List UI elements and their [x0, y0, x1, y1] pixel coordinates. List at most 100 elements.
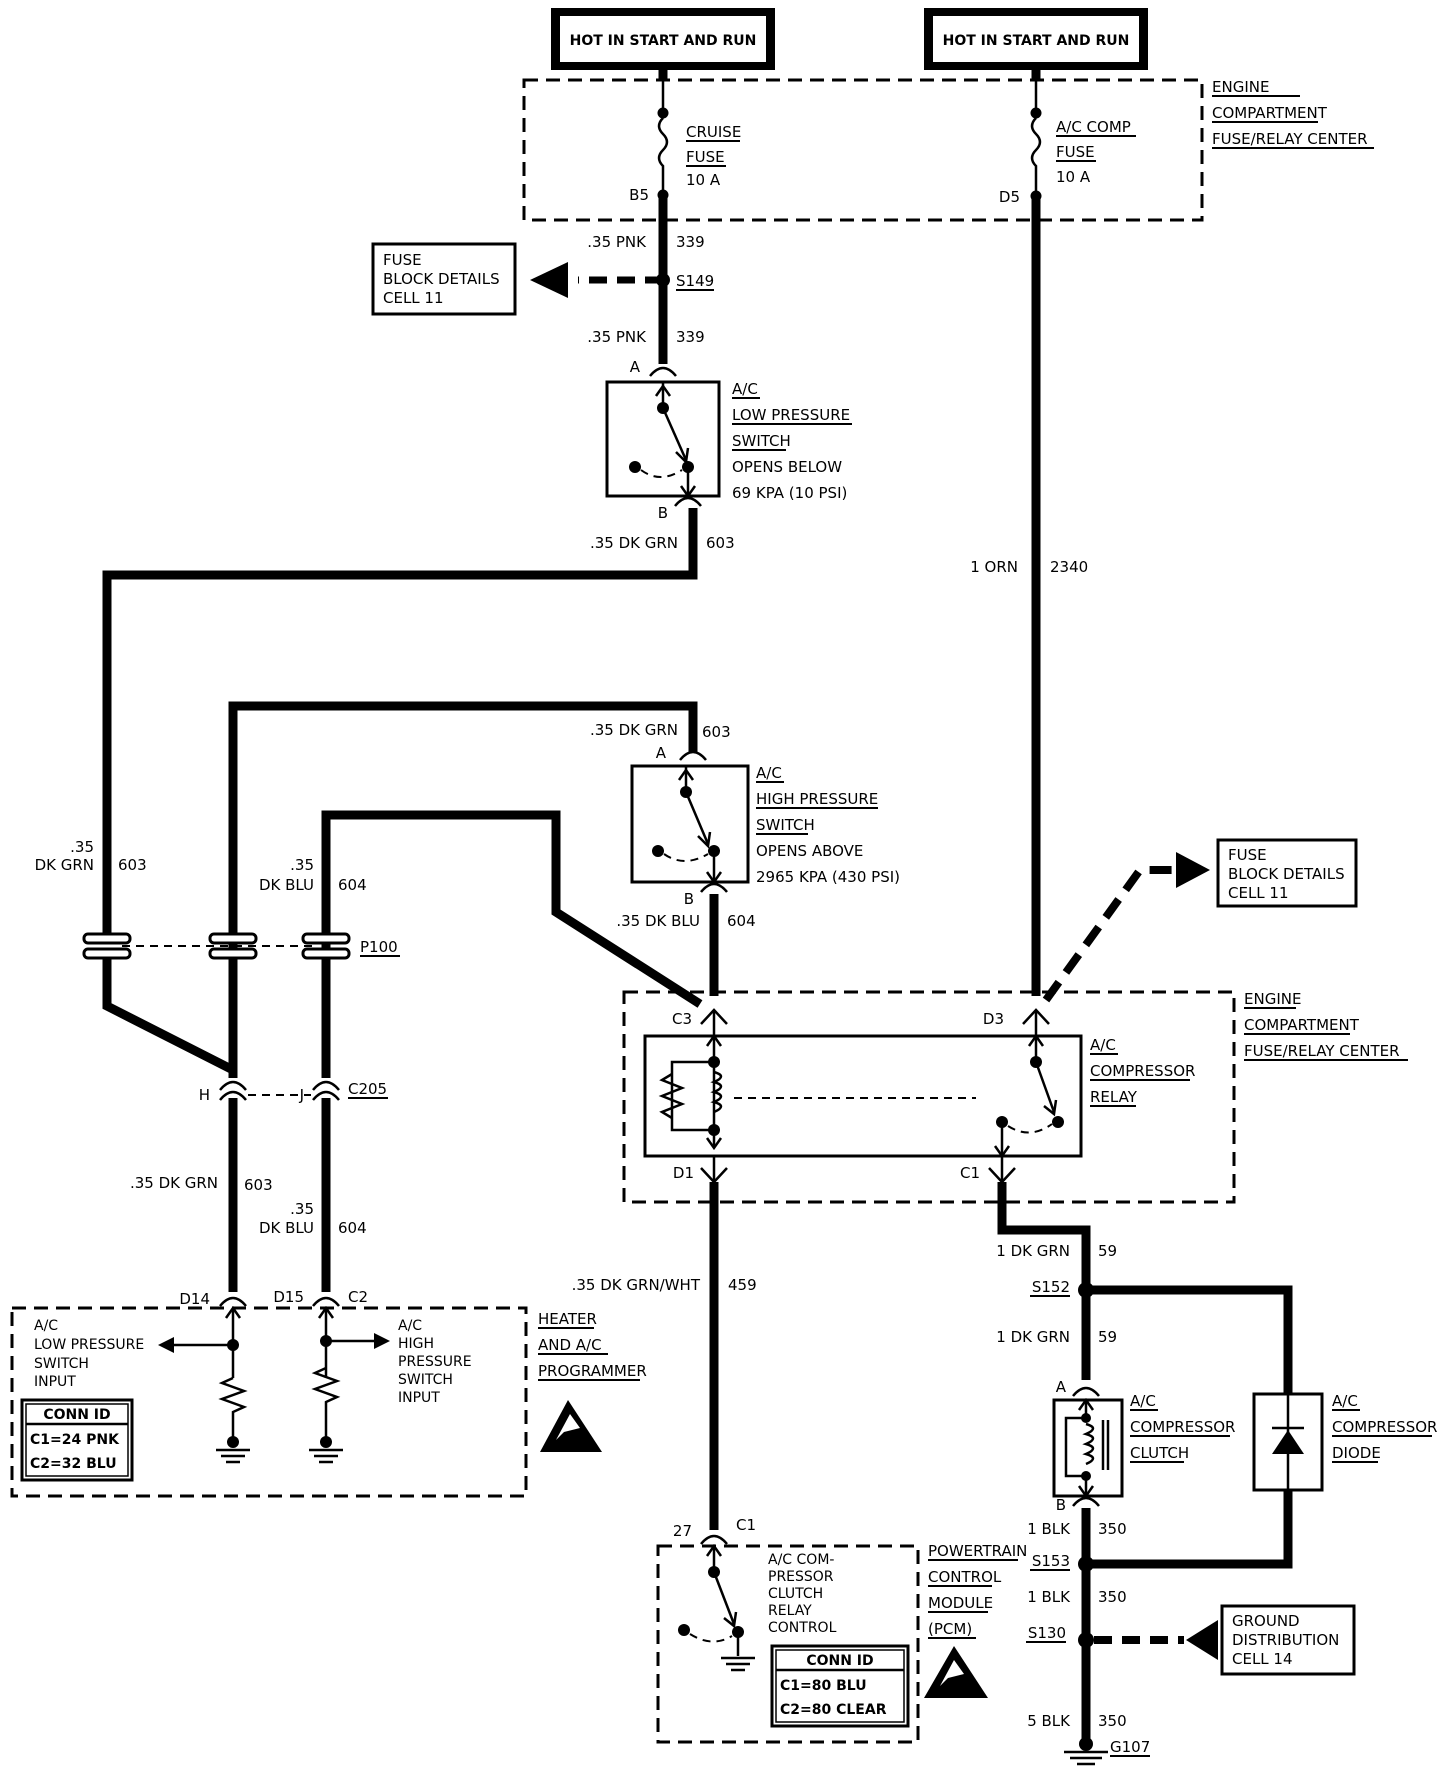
svg-text:CONN ID: CONN ID: [806, 1653, 873, 1669]
wire-603c-gauge-2: DK GRN: [35, 856, 94, 874]
svg-text:A/C: A/C: [1090, 1036, 1116, 1054]
svg-text:PRESSOR: PRESSOR: [768, 1569, 834, 1585]
low-switch-pin-b: B: [658, 504, 668, 522]
svg-text:COMPRESSOR: COMPRESSOR: [1130, 1418, 1235, 1436]
splice-s130-label: S130: [1028, 1624, 1066, 1642]
wire-59a-gauge: 1 DK GRN: [996, 1242, 1070, 1260]
svg-text:DIODE: DIODE: [1332, 1444, 1381, 1462]
svg-text:(PCM): (PCM): [928, 1620, 972, 1638]
svg-text:COMPRESSOR: COMPRESSOR: [1090, 1062, 1195, 1080]
ground-g107-label: G107: [1110, 1738, 1150, 1756]
programmer-low-input: [158, 1305, 250, 1464]
svg-text:SWITCH: SWITCH: [34, 1356, 89, 1372]
wire-603-high-switch: [228, 701, 698, 1078]
wire-459-gauge: .35 DK GRN/WHT: [572, 1276, 701, 1294]
connector-c205: H J: [199, 1080, 340, 1104]
fuse-relay-center-relay-boundary: [622, 990, 1236, 1204]
wire-603-main: [102, 508, 698, 935]
splice-s153: [1078, 1556, 1094, 1572]
fuse-relay-center-relay-label: ENGINE COMPARTMENT FUSE/RELAY CENTER: [1244, 990, 1408, 1061]
svg-text:HEATER: HEATER: [538, 1310, 597, 1328]
wire-339a-gauge: .35 PNK: [587, 233, 647, 251]
wire-339a-circuit: 339: [676, 233, 705, 251]
fuse-relay-center-top-boundary: [522, 78, 1204, 222]
terminal-d5: D5: [999, 188, 1020, 206]
wire-604a-gauge-1: .35: [290, 856, 314, 874]
wire-59: [997, 1182, 1091, 1292]
svg-text:SWITCH: SWITCH: [732, 432, 791, 450]
pcm-conn-id: CONN ID C1=80 BLU C2=80 CLEAR: [770, 1644, 910, 1728]
connector-p100-label: P100: [360, 938, 398, 956]
svg-text:A/C: A/C: [398, 1318, 422, 1334]
high-switch-pin-a: A: [656, 744, 667, 762]
svg-text:J: J: [299, 1086, 304, 1104]
ac-compressor-relay: [643, 1008, 1083, 1184]
ac-compressor-clutch: A B: [1052, 1378, 1124, 1514]
svg-text:SWITCH: SWITCH: [398, 1372, 453, 1388]
ground-g107-icon: [1064, 1737, 1108, 1766]
svg-text:MODULE: MODULE: [928, 1594, 993, 1612]
svg-text:OPENS ABOVE: OPENS ABOVE: [756, 842, 863, 860]
programmer-high-input: [309, 1305, 390, 1464]
relay-pin-d3: D3: [983, 1010, 1004, 1028]
programmer-title: HEATER AND A/C PROGRAMMER: [538, 1310, 647, 1381]
svg-text:OPENS BELOW: OPENS BELOW: [732, 458, 842, 476]
wire-603d-gauge: .35 DK GRN: [130, 1174, 218, 1192]
wire-603d-circuit: 603: [244, 1176, 273, 1194]
pin-d14: D14: [179, 1290, 210, 1308]
splice-s152-label: S152: [1032, 1278, 1070, 1296]
svg-text:CLUTCH: CLUTCH: [1130, 1444, 1189, 1462]
svg-text:69 KPA (10 PSI): 69 KPA (10 PSI): [732, 484, 847, 502]
pcm-pin-c1: C1: [736, 1516, 756, 1534]
power-source-left: HOT IN START AND RUN: [551, 8, 775, 70]
wire-603c-circuit: 603: [118, 856, 147, 874]
wire-603b-gauge: .35 DK GRN: [590, 721, 678, 739]
svg-text:C1=80 BLU: C1=80 BLU: [780, 1678, 867, 1694]
wire-diode-feed: [1086, 1285, 1293, 1394]
svg-text:GROUND: GROUND: [1232, 1612, 1300, 1630]
wire-604a-circuit: 604: [338, 876, 367, 894]
splice-s149-label: S149: [676, 272, 714, 290]
svg-text:SWITCH: SWITCH: [756, 816, 815, 834]
svg-text:BLOCK DETAILS: BLOCK DETAILS: [1228, 865, 1345, 883]
svg-text:FUSE: FUSE: [1228, 846, 1267, 864]
pcm-relay-control-switch: [678, 1543, 755, 1672]
programmer-conn-id: CONN ID C1=24 PNK C2=32 BLU: [20, 1398, 134, 1482]
splice-s153-label: S153: [1032, 1552, 1070, 1570]
svg-text:FUSE/RELAY CENTER: FUSE/RELAY CENTER: [1244, 1042, 1400, 1060]
svg-text:COMPARTMENT: COMPARTMENT: [1212, 104, 1328, 122]
svg-text:C2=32 BLU: C2=32 BLU: [30, 1456, 117, 1472]
svg-text:C1=24 PNK: C1=24 PNK: [30, 1432, 120, 1448]
wire-603c-gauge-1: .35: [70, 838, 94, 856]
svg-text:CELL 11: CELL 11: [1228, 884, 1289, 902]
ac-compressor-diode: [1252, 1392, 1324, 1492]
ac-high-pressure-switch: A B: [630, 744, 750, 908]
svg-text:PRESSURE: PRESSURE: [398, 1354, 472, 1370]
svg-text:FUSE/RELAY CENTER: FUSE/RELAY CENTER: [1212, 130, 1368, 148]
power-source-left-label: HOT IN START AND RUN: [570, 33, 757, 49]
wire-350b-gauge: 1 BLK: [1027, 1588, 1071, 1606]
low-pressure-switch-label: A/C LOW PRESSURE SWITCH OPENS BELOW 69 K…: [732, 380, 852, 502]
wire-59a-circuit: 59: [1098, 1242, 1117, 1260]
wire-2340-gauge: 1 ORN: [970, 558, 1018, 576]
pin-c2: C2: [348, 1288, 368, 1306]
svg-text:INPUT: INPUT: [34, 1374, 76, 1390]
svg-text:BLOCK DETAILS: BLOCK DETAILS: [383, 270, 500, 288]
pin-d15: D15: [273, 1288, 304, 1306]
pcm-pin-27: 27: [673, 1522, 692, 1540]
svg-text:A/C: A/C: [34, 1318, 58, 1334]
wire-604b-circuit: 604: [727, 912, 756, 930]
power-source-right-label: HOT IN START AND RUN: [943, 33, 1130, 49]
svg-text:CONTROL: CONTROL: [928, 1568, 1002, 1586]
svg-text:CELL 11: CELL 11: [383, 289, 444, 307]
power-source-right: HOT IN START AND RUN: [924, 8, 1148, 70]
fuse-relay-center-top-label: ENGINE COMPARTMENT FUSE/RELAY CENTER: [1212, 78, 1374, 149]
wire-603a-circuit: 603: [706, 534, 735, 552]
wire-2340-circuit: 2340: [1050, 558, 1088, 576]
wire-350b-circuit: 350: [1098, 1588, 1127, 1606]
svg-text:AND A/C: AND A/C: [538, 1336, 602, 1354]
diode-label: A/C COMPRESSOR DIODE: [1332, 1392, 1437, 1463]
svg-text:CLUTCH: CLUTCH: [768, 1586, 823, 1602]
pcm-boundary: [656, 1544, 920, 1744]
